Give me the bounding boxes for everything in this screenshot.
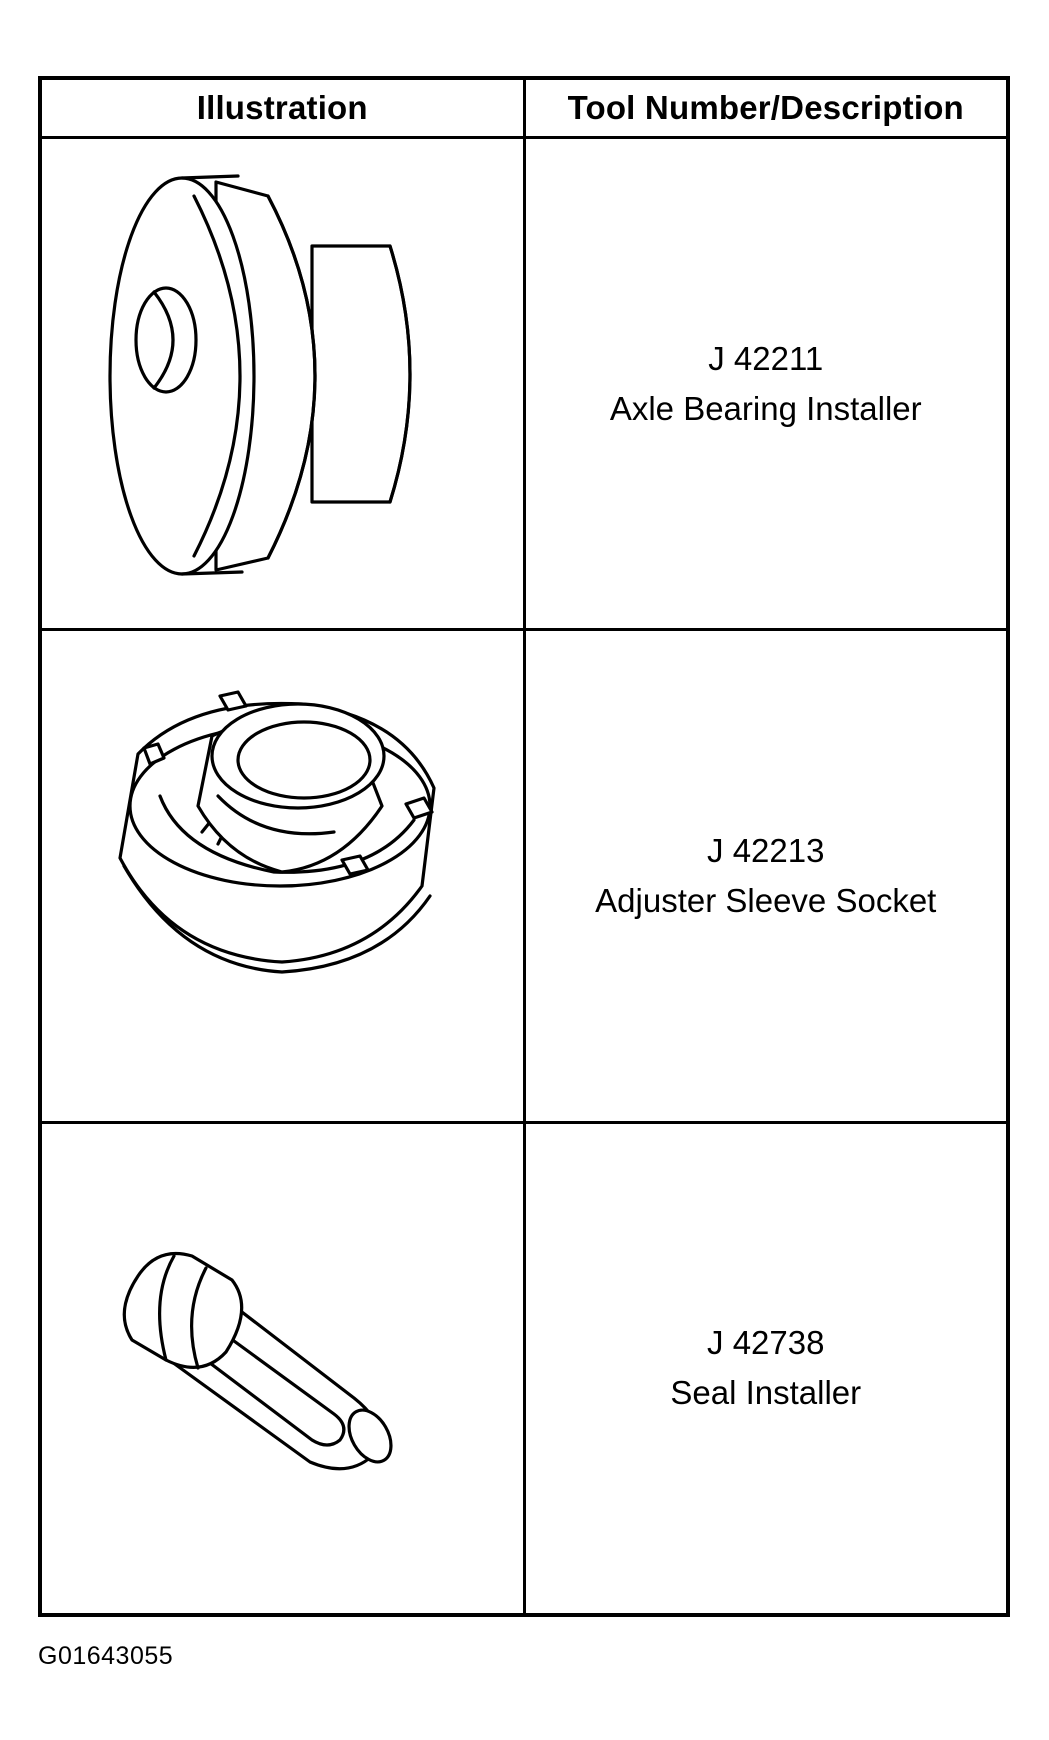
tool-description: Seal Installer xyxy=(670,1374,862,1412)
header-illustration: Illustration xyxy=(38,76,526,139)
table-row: J 42211 Axle Bearing Installer xyxy=(38,135,1010,632)
tool-number: J 42213 xyxy=(707,831,825,869)
table-header-row: Illustration Tool Number/Description xyxy=(38,76,1010,139)
axle-bearing-installer-icon xyxy=(108,174,412,576)
seal-installer-icon xyxy=(122,1252,393,1471)
header-tool-number-description: Tool Number/Description xyxy=(522,76,1010,139)
tool-description-cell: J 42211 Axle Bearing Installer xyxy=(522,135,1010,632)
tool-description-cell: J 42213 Adjuster Sleeve Socket xyxy=(522,628,1010,1124)
table-row: J 42738 Seal Installer xyxy=(38,1120,1010,1617)
tool-number: J 42738 xyxy=(707,1324,825,1362)
illustration-cell xyxy=(38,628,526,1124)
table-row: J 42213 Adjuster Sleeve Socket xyxy=(38,628,1010,1124)
tool-description: Adjuster Sleeve Socket xyxy=(595,881,937,919)
tool-number: J 42211 xyxy=(708,339,824,377)
tool-description-cell: J 42738 Seal Installer xyxy=(522,1120,1010,1617)
tool-description: Axle Bearing Installer xyxy=(609,389,922,427)
adjuster-sleeve-socket-icon xyxy=(118,690,436,974)
figure-id: G01643055 xyxy=(38,1642,174,1670)
illustration-cell xyxy=(38,1120,526,1617)
special-tools-table: Illustration Tool Number/Description xyxy=(38,76,1010,1617)
illustration-cell xyxy=(38,135,526,632)
